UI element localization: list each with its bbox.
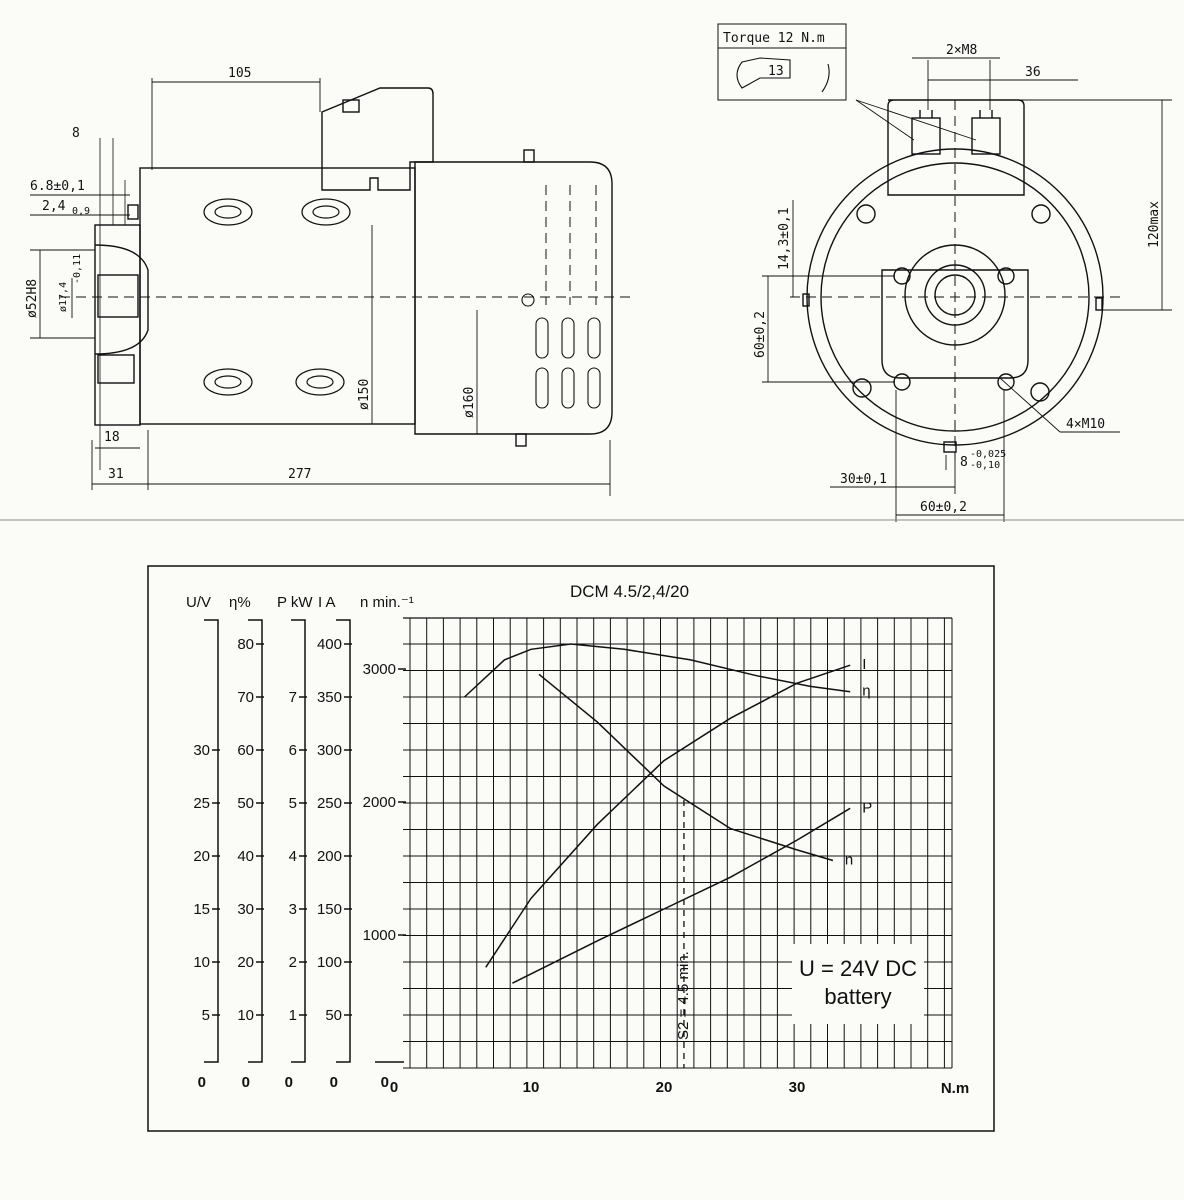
axis-zero-label: 0 — [381, 1074, 389, 1091]
dim-d17: ø17,4 — [58, 282, 69, 312]
dim-key-8-tol-dn: -0,10 — [970, 460, 1000, 471]
axis-tick-label: 3 — [289, 901, 297, 918]
dim-key-8-tol-up: -0,025 — [970, 449, 1006, 460]
axis-tick-label: 1 — [289, 1007, 297, 1024]
axis-tick-label: 6 — [289, 742, 297, 759]
axis-zero-label: 0 — [330, 1074, 338, 1091]
side-view-labels: 105 8 6.8±0,1 2,4 0,9 ø52H8 ø17,4 -0,11 … — [25, 66, 477, 482]
x-tick-label: 0 — [390, 1079, 398, 1096]
dim-d17-tol: -0,11 — [72, 254, 83, 284]
x-axis-label: N.m — [941, 1080, 969, 1097]
axis-bracket — [204, 619, 219, 1063]
axis-tick-label: 1000 — [363, 927, 396, 944]
axis-label: I A — [318, 594, 336, 611]
axis-bracket — [336, 619, 351, 1063]
dim-6-8: 6.8±0,1 — [30, 179, 85, 194]
axis-tick-label: 100 — [317, 954, 342, 971]
series-line-P — [512, 807, 851, 984]
dim-30: 30±0,1 — [840, 472, 887, 487]
axis-tick-label: 2 — [289, 954, 297, 971]
end-view-drawing — [717, 23, 1172, 522]
wrench-size: 13 — [768, 64, 784, 79]
series-label-n: n — [845, 852, 853, 869]
s2-marker-label: S2 = 4.5 min. — [675, 951, 692, 1040]
dim-277: 277 — [288, 467, 311, 482]
dim-60-vertical: 60±0,2 — [753, 311, 768, 358]
axis-tick-label: 60 — [237, 742, 254, 759]
dim-2-4: 2,4 — [42, 199, 66, 214]
axis-tick-label: 400 — [317, 636, 342, 653]
axis-tick-label: 50 — [325, 1007, 342, 1024]
x-tick-label: 30 — [789, 1079, 806, 1096]
axis-tick-label: 15 — [193, 901, 210, 918]
axis-tick-label: 80 — [237, 636, 254, 653]
axis-tick-label: 20 — [237, 954, 254, 971]
dim-d52: ø52H8 — [25, 279, 40, 318]
axis-tick-label: 4 — [289, 848, 297, 865]
axis-label: P kW — [277, 594, 313, 611]
dim-120max: 120max — [1147, 201, 1162, 248]
axis-tick-label: 350 — [317, 689, 342, 706]
axis-tick-label: 250 — [317, 795, 342, 812]
dim-d150: ø150 — [357, 379, 372, 410]
dim-2-4-tol: 0,9 — [72, 206, 90, 217]
dim-4xm10: 4×M10 — [1066, 417, 1105, 432]
axis-bracket — [248, 619, 263, 1063]
end-view-labels: Torque 12 N.m 13 2×M8 36 120max 14,3±0,1… — [723, 31, 1162, 515]
axis-tick-label: 300 — [317, 742, 342, 759]
dim-2xm8: 2×M8 — [946, 43, 977, 58]
chart-panel: DCM 4.5/2,4/20 U/V051015202530η%01020304… — [147, 565, 995, 1132]
dim-18: 18 — [104, 430, 120, 445]
dim-105: 105 — [228, 66, 251, 81]
axis-tick-label: 40 — [237, 848, 254, 865]
axis-tick-label: 30 — [237, 901, 254, 918]
chart-title: DCM 4.5/2,4/20 — [570, 582, 689, 601]
note-line-1: U = 24V DC — [799, 956, 917, 981]
axis-tick-label: 10 — [193, 954, 210, 971]
series-label-η: η — [862, 683, 870, 700]
axis-tick-label: 10 — [237, 1007, 254, 1024]
axis-label: η% — [229, 594, 251, 611]
note-line-2: battery — [824, 984, 891, 1009]
axis-tick-label: 5 — [202, 1007, 210, 1024]
axis-tick-label: 150 — [317, 901, 342, 918]
chart-curves: ηI Pn S2 = 4.5 min. — [463, 643, 872, 1068]
series-line-n — [538, 673, 834, 862]
dim-key-8: 8 — [960, 455, 968, 470]
side-view-drawing — [30, 78, 630, 496]
axis-tick-label: 50 — [237, 795, 254, 812]
axis-zero-label: 0 — [285, 1074, 293, 1091]
axis-tick-label: 7 — [289, 689, 297, 706]
dim-36: 36 — [1025, 65, 1041, 80]
axis-label: n min.⁻¹ — [360, 594, 414, 611]
chart-frame — [147, 565, 995, 1132]
dim-14-3: 14,3±0,1 — [777, 207, 792, 270]
dim-31: 31 — [108, 467, 124, 482]
axis-tick-label: 20 — [193, 848, 210, 865]
axis-tick-label: 70 — [237, 689, 254, 706]
note-box: U = 24V DC battery — [792, 944, 924, 1024]
dim-8: 8 — [72, 126, 80, 141]
axis-tick-label: 5 — [289, 795, 297, 812]
dim-d160: ø160 — [462, 387, 477, 418]
series-line-η — [463, 643, 851, 698]
axis-zero-label: 0 — [242, 1074, 250, 1091]
series-line-I — [485, 664, 851, 968]
x-tick-label: 10 — [523, 1079, 540, 1096]
dim-60-horizontal: 60±0,2 — [920, 500, 967, 515]
axis-tick-label: 25 — [193, 795, 210, 812]
axis-bracket — [291, 619, 306, 1063]
series-label-I: I — [862, 656, 866, 673]
axis-tick-label: 200 — [317, 848, 342, 865]
series-label-P: P — [862, 799, 872, 816]
axis-zero-label: 0 — [198, 1074, 206, 1091]
axis-tick-label: 3000 — [363, 661, 396, 678]
x-tick-label: 20 — [656, 1079, 673, 1096]
torque-label: Torque 12 N.m — [723, 31, 825, 46]
axis-label: U/V — [186, 594, 211, 611]
axis-tick-label: 2000 — [363, 794, 396, 811]
axis-tick-label: 30 — [193, 742, 210, 759]
